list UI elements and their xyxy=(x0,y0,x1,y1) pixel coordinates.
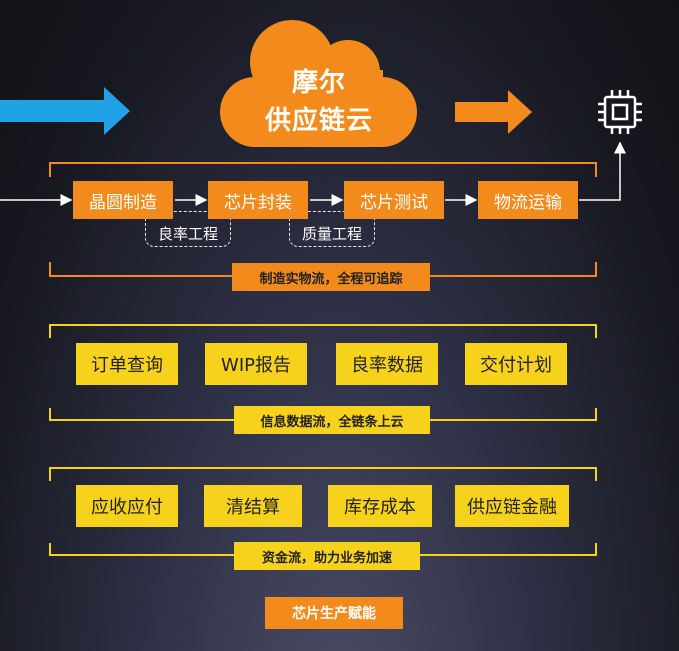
material-flow-label: 制造实物流，全程可追踪 xyxy=(232,263,430,291)
cloud-shape xyxy=(220,20,417,147)
footer-label: 芯片生产赋能 xyxy=(265,597,403,629)
process-step-logistics: 物流运输 xyxy=(478,181,578,219)
chip-icon xyxy=(598,90,642,134)
fund-item-settlement: 清结算 xyxy=(204,485,302,527)
yield-engineering-box: 良率工程 xyxy=(145,211,231,247)
process-step-wafer: 晶圆制造 xyxy=(73,181,173,219)
material-flow-bracket-top xyxy=(49,162,597,177)
quality-engineering-box: 质量工程 xyxy=(289,211,375,247)
process-step-packaging: 芯片封装 xyxy=(208,181,308,219)
info-flow-label: 信息数据流，全链条上云 xyxy=(234,406,430,434)
fund-flow-bracket-top xyxy=(49,467,597,481)
info-item-delivery-plan: 交付计划 xyxy=(465,343,567,385)
info-item-wip-report: WIP报告 xyxy=(205,343,307,385)
input-arrow-icon xyxy=(0,87,130,135)
material-flow-bracket-bottom xyxy=(49,262,597,277)
fund-item-supply-chain-finance: 供应链金融 xyxy=(455,485,569,527)
info-item-yield-data: 良率数据 xyxy=(336,343,438,385)
output-arrow-icon xyxy=(455,90,532,134)
fund-flow-label: 资金流，助力业务加速 xyxy=(234,542,420,570)
info-flow-bracket-bottom xyxy=(49,408,597,421)
fund-item-receivables: 应收应付 xyxy=(76,485,178,527)
info-item-order-query: 订单查询 xyxy=(76,343,178,385)
cloud-title-line2: 供应链云 xyxy=(264,106,373,136)
cloud-title-line1: 摩尔 xyxy=(291,68,346,98)
process-step-testing: 芯片测试 xyxy=(344,181,444,219)
fund-flow-bracket-bottom xyxy=(49,543,597,556)
info-flow-bracket-top xyxy=(49,324,597,338)
fund-item-inventory-cost: 库存成本 xyxy=(328,485,432,527)
